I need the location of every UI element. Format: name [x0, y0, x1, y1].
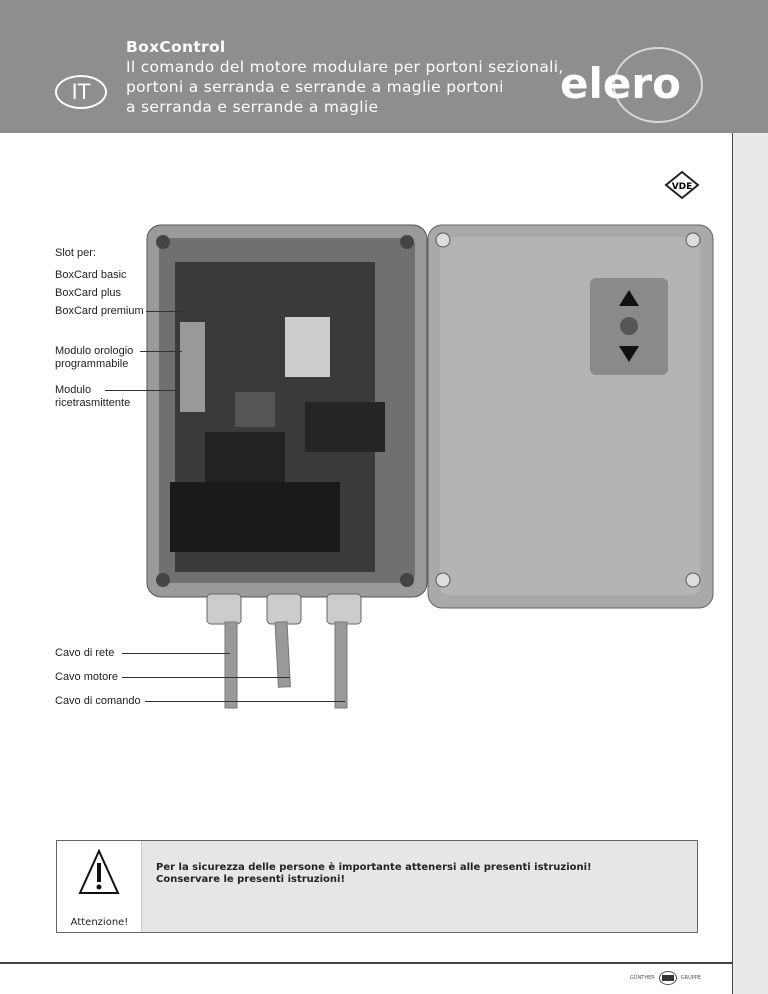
callout-boxcard-basic: BoxCard basic [55, 269, 127, 281]
slot-label: Slot per: [55, 247, 96, 259]
vde-mark-icon: VDE [664, 170, 700, 200]
callout-control-cable: Cavo di comando [55, 695, 141, 707]
warning-triangle-icon [78, 849, 120, 894]
callout-boxcard-plus: BoxCard plus [55, 287, 122, 299]
language-badge: IT [55, 75, 107, 109]
callout-boxcard-premium: BoxCard premium [55, 305, 144, 317]
title-line: Il comando del motore modulare per porto… [126, 58, 564, 76]
callout-mains-cable: Cavo di rete [55, 647, 115, 659]
warning-text: Per la sicurezza delle persone è importa… [156, 862, 592, 873]
boxcontrol-device-photo [146, 224, 714, 709]
title-line: portoni a serranda e serrande a maglie p… [126, 78, 504, 96]
svg-text:elero: elero [560, 59, 681, 108]
warning-label: Attenzione! [70, 917, 129, 928]
gg-logo-icon [658, 971, 677, 985]
callout-motor-cable: Cavo motore [55, 671, 118, 683]
svg-text:VDE: VDE [672, 182, 693, 192]
elero-logo: elero [560, 47, 703, 123]
document-title: BoxControl Il comando del motore modular… [126, 37, 564, 117]
side-strip [732, 133, 768, 994]
guenther-gruppe-logo: GÜNTHER GRUPPE [630, 971, 701, 985]
title-line: BoxControl [126, 38, 226, 56]
safety-warning-box: Attenzione! Per la sicurezza delle perso… [56, 840, 698, 933]
footer-divider [0, 962, 732, 964]
warning-text: Conservare le presenti istruzioni! [156, 874, 345, 885]
header-banner: IT BoxControl Il comando del motore modu… [0, 0, 768, 133]
title-line: a serranda e serrande a maglie [126, 98, 379, 116]
